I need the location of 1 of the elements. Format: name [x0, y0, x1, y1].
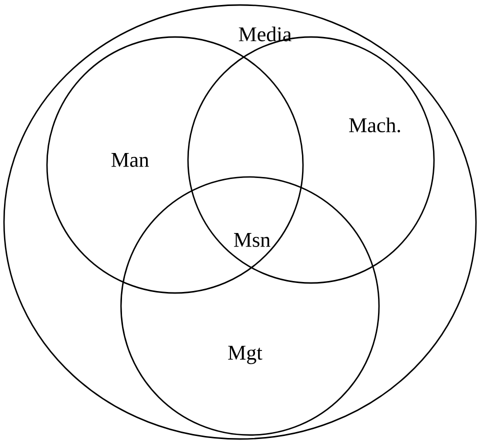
region-label: Msn	[234, 233, 270, 247]
